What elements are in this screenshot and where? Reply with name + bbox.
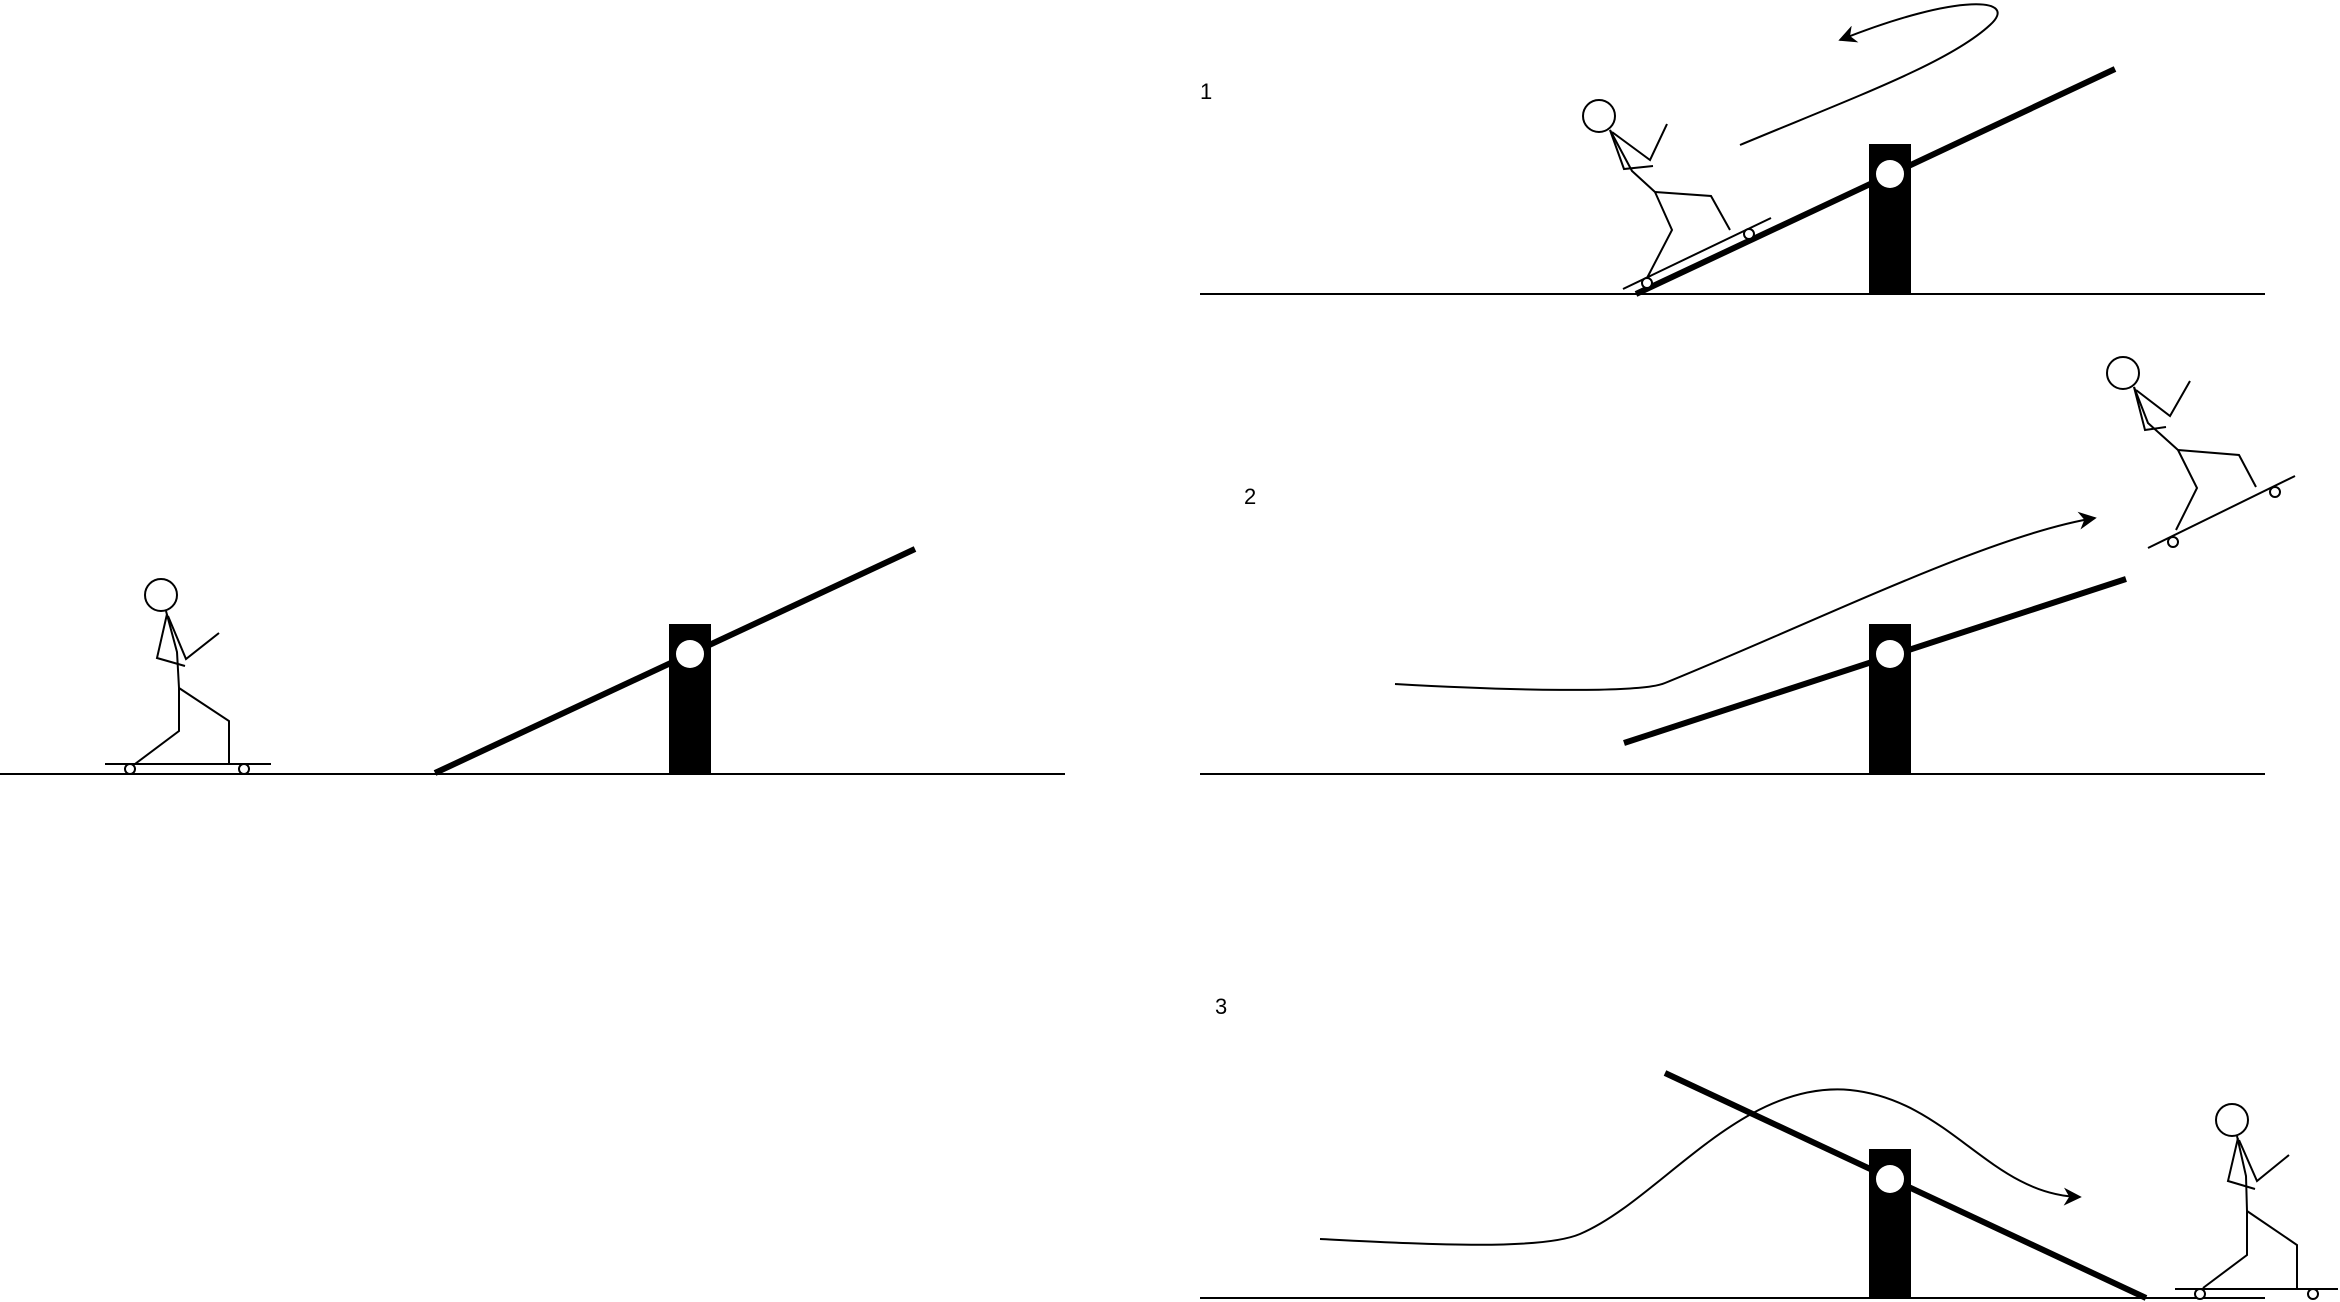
leg-front [2246,1210,2298,1288]
seesaw-plank [433,546,917,776]
seesaw [1663,1070,2148,1301]
step-label: 1 [1200,79,1212,104]
arm-back [2226,1137,2256,1190]
head [2106,356,2140,390]
arm-front [2238,1139,2290,1183]
pivot-hole [1876,160,1904,188]
leg-front [2177,449,2257,488]
seesaw-plank [1634,66,2117,297]
seesaw [433,546,917,776]
wheel [124,763,136,775]
torso [2133,386,2179,451]
panel-step-2: 2 [1200,356,2296,775]
arm-front [1611,123,1668,162]
wheel [2307,1288,2319,1300]
stick-figure-skateboarder-icon [1582,99,1772,290]
stick-figure-skateboarder-icon [2175,1103,2338,1300]
arm-front [167,615,220,661]
wheel [2167,536,2179,548]
torso [165,610,180,689]
motion-arrow-icon [1319,1088,2082,1246]
leg-back [134,688,180,765]
leg-back [2202,1211,2248,1289]
pivot-hole [676,640,704,668]
stick-figure-skateboarder-icon [105,578,271,775]
arm-front [2135,380,2191,418]
skateboard-deck [2147,475,2296,549]
wheel [1641,277,1653,289]
leg-front [178,687,230,764]
step-label: 2 [1244,484,1256,509]
pivot-hole [1876,640,1904,668]
wheel [2269,486,2281,498]
seesaw [1634,66,2117,297]
head [144,578,178,612]
seesaw-plank [1623,576,2127,746]
motion-arrow-icon [1394,511,2097,691]
wheel [2194,1288,2206,1300]
head [1582,99,1616,133]
leg-front [1654,191,1731,231]
head [2215,1103,2249,1137]
stick-figure-skateboarder-icon [2106,356,2296,549]
seesaw [1623,576,2127,774]
panel-step-1: 1 [1200,3,2265,297]
leg-back [2175,449,2199,531]
motion-arrow-icon [1739,3,1999,146]
wheel [238,763,250,775]
seesaw-plank [1663,1070,2148,1301]
panel-step-3: 3 [1200,994,2338,1301]
torso [1609,129,1656,193]
wheel [1743,228,1755,240]
leg-back [1646,191,1674,279]
panel-initial [0,546,1065,776]
arm-back [2133,386,2167,432]
arm-back [155,613,186,667]
pivot-hole [1876,1165,1904,1193]
step-label: 3 [1215,994,1227,1019]
torso [2236,1135,2248,1212]
arm-back [1609,129,1654,171]
